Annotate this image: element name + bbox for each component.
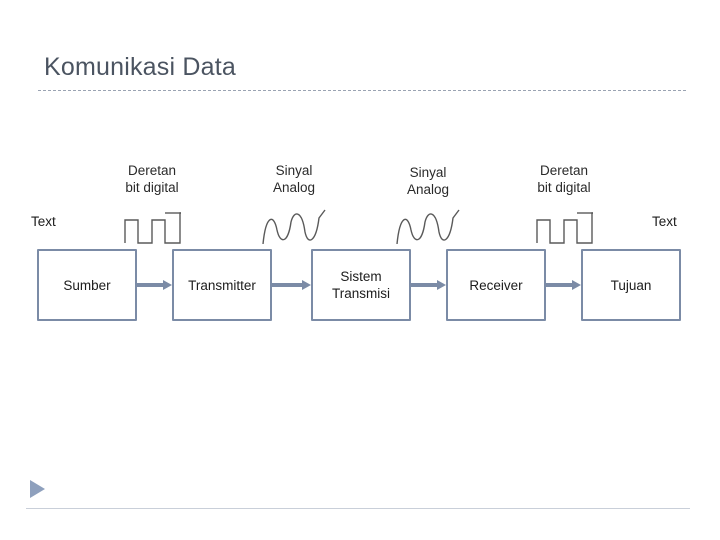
label-deretan-bit-digital-right: Deretan bit digital <box>516 162 612 196</box>
box-tujuan-label: Tujuan <box>610 277 652 293</box>
arrow-head <box>572 280 581 290</box>
label-deretan-bit-digital-left: Deretan bit digital <box>104 162 200 196</box>
analog-wave-left-icon <box>262 208 326 244</box>
label-line-2: Analog <box>406 182 450 197</box>
arrow-shaft <box>546 283 572 287</box>
title-divider <box>38 90 686 91</box>
label-line-1: Deretan <box>539 163 589 178</box>
box-receiver-label: Receiver <box>469 277 523 293</box>
page-title: Komunikasi Data <box>44 53 236 81</box>
box-receiver[interactable]: Receiver <box>446 249 546 321</box>
arrow-shaft <box>272 283 302 287</box>
arrow-shaft <box>137 283 163 287</box>
digital-wave-right-icon <box>536 208 594 244</box>
box-sistem-transmisi-label: Sistem Transmisi <box>331 269 390 301</box>
label-line-2: bit digital <box>125 180 179 195</box>
label-text-right: Text <box>652 214 677 229</box>
box-sumber[interactable]: Sumber <box>37 249 137 321</box>
play-triangle-icon[interactable] <box>30 480 45 498</box>
label-sinyal-analog-left: Sinyal Analog <box>246 162 342 196</box>
label-line-1: Deretan <box>127 163 177 178</box>
analog-wave-right-icon <box>396 208 460 244</box>
arrow-head <box>163 280 172 290</box>
arrow-head <box>302 280 311 290</box>
label-line-2: bit digital <box>537 180 591 195</box>
box-transmitter[interactable]: Transmitter <box>172 249 272 321</box>
arrow-transmitter-to-sistem <box>272 280 311 290</box>
arrow-shaft <box>411 283 437 287</box>
label-text-left: Text <box>31 214 56 229</box>
label-sinyal-analog-right: Sinyal Analog <box>380 164 476 198</box>
arrow-sistem-to-receiver <box>411 280 446 290</box>
digital-wave-left-icon <box>124 208 182 244</box>
box-transmitter-label: Transmitter <box>188 277 256 293</box>
box-sumber-label: Sumber <box>63 277 111 293</box>
label-line-2: Analog <box>272 180 316 195</box>
arrow-sumber-to-transmitter <box>137 280 172 290</box>
label-line-1: Sinyal <box>275 163 313 178</box>
label-line-1: Sinyal <box>409 165 447 180</box>
arrow-receiver-to-tujuan <box>546 280 581 290</box>
arrow-head <box>437 280 446 290</box>
box-tujuan[interactable]: Tujuan <box>581 249 681 321</box>
bottom-divider <box>26 508 690 509</box>
box-sistem-transmisi[interactable]: Sistem Transmisi <box>311 249 411 321</box>
